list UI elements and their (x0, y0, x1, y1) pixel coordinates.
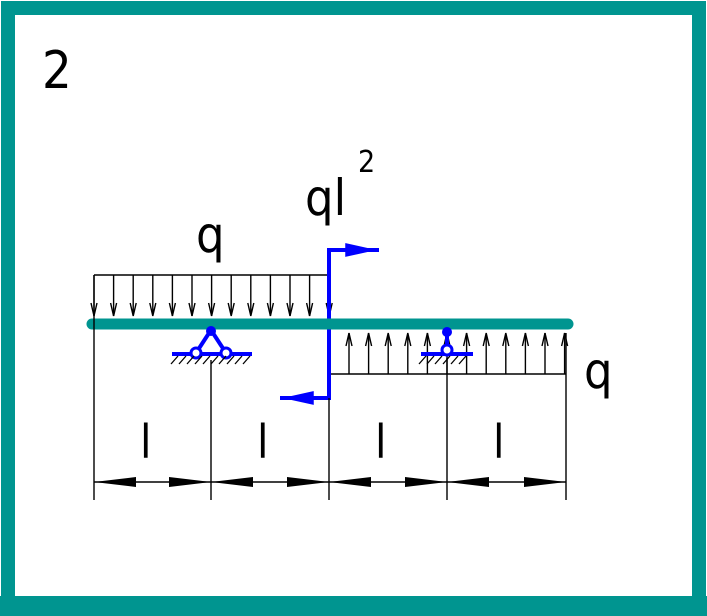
load-arrow-up (384, 332, 392, 374)
load-arrow-up (541, 332, 549, 374)
dim-arrow-right (287, 477, 329, 487)
ground-hatch (234, 355, 243, 365)
dim-arrow-left (94, 477, 136, 487)
load-arrow-down (90, 275, 98, 317)
load-arrow-down (188, 275, 196, 317)
load-arrow-down (286, 275, 294, 317)
load-arrow-up (404, 332, 412, 374)
ground-hatch (202, 355, 211, 365)
load-arrow-up (502, 332, 510, 374)
ground-hatch (242, 355, 251, 365)
bottom-load-label: q (584, 342, 613, 400)
load-arrow-up (345, 332, 353, 374)
span-label-2: l (257, 415, 269, 469)
ground-hatch (434, 355, 443, 365)
ground-hatch (426, 355, 435, 365)
load-arrow-down (149, 275, 157, 317)
roller-support (418, 327, 473, 365)
bottom-band (0, 596, 707, 616)
load-arrow-up (521, 332, 530, 374)
load-arrow-down (109, 275, 118, 317)
load-arrow-down (227, 275, 235, 317)
ground-hatch (186, 355, 195, 365)
ground-hatch (458, 355, 467, 365)
load-arrow-up (560, 332, 569, 374)
ground-hatch (218, 355, 227, 365)
ground-hatch (226, 355, 235, 365)
span-label-4: l (493, 415, 505, 469)
load-arrow-down (129, 275, 137, 317)
dim-arrow-right (524, 477, 566, 487)
top-distributed-load (90, 274, 333, 317)
dim-arrow-right (169, 477, 211, 487)
panel-number: 2 (42, 41, 72, 101)
load-arrow-down (266, 275, 275, 317)
ground-hatch (178, 355, 187, 365)
load-arrow-down (247, 275, 255, 317)
ground-hatch (194, 355, 203, 365)
load-arrow-down (168, 275, 177, 317)
dim-arrow-right (405, 477, 447, 487)
load-arrow-down (207, 275, 216, 317)
pinned-support (170, 326, 252, 365)
dim-arrow-left (329, 477, 371, 487)
ground-hatch (170, 355, 179, 365)
span-label-3: l (375, 415, 387, 469)
span-label-1: l (140, 415, 152, 469)
moment-label: ql (305, 169, 346, 227)
ground-hatch (210, 355, 219, 365)
ground-hatch (450, 355, 459, 365)
dim-arrow-left (447, 477, 489, 487)
load-arrow-up (482, 332, 490, 374)
dim-arrow-left (211, 477, 253, 487)
ground-hatch (418, 355, 427, 365)
load-arrow-down (305, 275, 314, 317)
top-load-label: q (196, 206, 225, 264)
moment-exponent: 2 (358, 145, 375, 180)
load-arrow-up (364, 332, 373, 374)
